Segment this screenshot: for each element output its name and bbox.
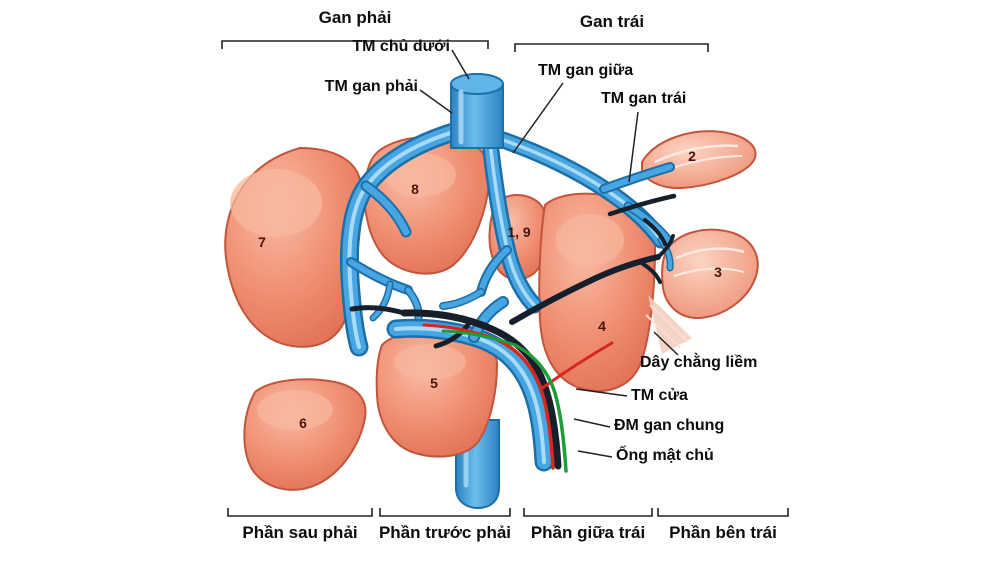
segment-7-number: 7 [258, 234, 266, 250]
label-inferior-vena-cava: TM chủ dưới [352, 38, 450, 55]
hepatic-veins [339, 118, 675, 357]
pointer-ong-mat-chu [577, 450, 613, 458]
label-left-lateral-section: Phần bên trái [669, 523, 777, 542]
segment-4-shape [538, 192, 657, 392]
pointer-tm-gan-giua [512, 82, 564, 154]
label-left-hepatic-vein: TM gan trái [601, 90, 687, 107]
segment-5-shape [375, 329, 499, 458]
pointer-tm-gan-phai [419, 89, 453, 114]
segment-5-number: 5 [430, 375, 438, 391]
segment-3-shape [661, 228, 759, 320]
segment-numbers: 7 8 2 3 1, 9 4 5 6 [258, 148, 722, 431]
pointer-tm-cua [575, 388, 628, 397]
bracket-phan-truoc-phai [379, 508, 511, 517]
falciform-ligament-shape [645, 295, 692, 354]
pointer-tm-chu-duoi [451, 49, 470, 80]
label-portal-vein: TM cửa [631, 387, 688, 404]
pointer-day-chang-liem [653, 331, 679, 356]
bracket-phan-ben-trai [657, 508, 789, 517]
segment-8-number: 8 [411, 181, 419, 197]
label-middle-hepatic-vein: TM gan giữa [538, 62, 634, 79]
label-right-liver: Gan phải [318, 8, 392, 27]
bracket-gan-trai [514, 43, 709, 52]
pointer-lines [419, 49, 679, 458]
bile-duct [441, 329, 568, 473]
brackets [221, 40, 789, 517]
ivc-top-tube [450, 73, 504, 149]
label-right-posterior-section: Phần sau phải [242, 523, 358, 542]
label-right-anterior-section: Phần trước phải [378, 523, 512, 542]
segment-3-number: 3 [714, 264, 722, 280]
pointer-dm-gan-chung [573, 418, 611, 428]
segment-4-number: 4 [598, 318, 606, 334]
bracket-phan-sau-phai [227, 508, 373, 517]
label-common-bile-duct: Ống mật chủ [616, 447, 714, 464]
portal-vein [386, 296, 554, 472]
segment-6-shape [243, 378, 367, 491]
segment-2-number: 2 [688, 148, 696, 164]
bracket-phan-giua-trai [523, 508, 653, 517]
segment-1-9-number: 1, 9 [507, 224, 531, 240]
label-right-hepatic-vein: TM gan phải [324, 78, 418, 95]
label-common-hepatic-artery: ĐM gan chung [614, 417, 725, 434]
label-left-liver: Gan trái [579, 12, 645, 31]
label-left-medial-section: Phần giữa trái [530, 523, 646, 542]
segment-2-shape [641, 130, 757, 190]
label-falciform-ligament: Dây chằng liềm [640, 354, 758, 371]
segment-6-number: 6 [299, 415, 307, 431]
pointer-tm-gan-trai [628, 111, 639, 183]
bracket-gan-phai [221, 40, 489, 49]
